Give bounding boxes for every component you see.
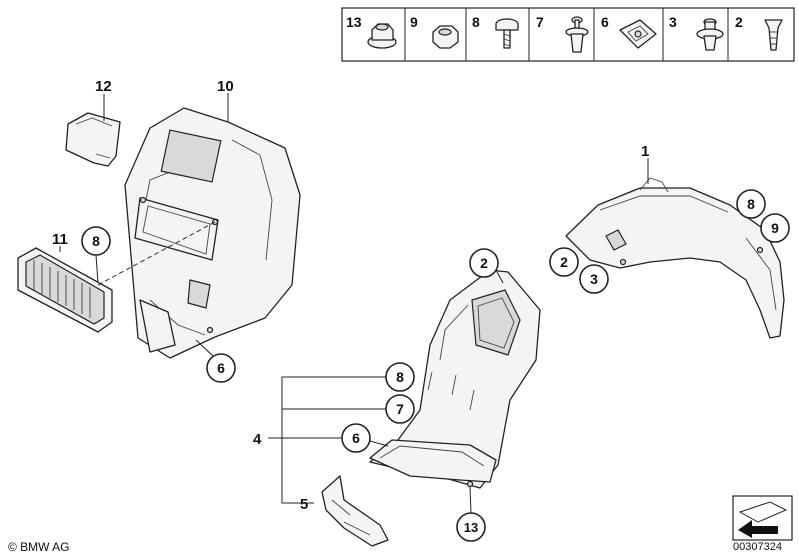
callout-fastener-8-right: 8 [736, 189, 766, 219]
spring-nut-clip-icon [619, 19, 657, 49]
callout-label: 8 [92, 233, 100, 249]
callout-part-11: 11 [52, 231, 68, 248]
part-12-cover-drawing [65, 112, 121, 167]
callout-label: 13 [464, 520, 478, 535]
part-1-liner-drawing [565, 177, 785, 339]
callout-label: 9 [771, 220, 779, 236]
callout-label: 6 [352, 430, 360, 446]
legend-number: 8 [472, 14, 480, 30]
diagram-number: 00307324 [733, 541, 782, 553]
callout-label: 2 [560, 254, 568, 270]
part-4-liner-drawing [369, 269, 541, 489]
callout-fastener-6-group: 6 [341, 423, 371, 453]
callout-label: 3 [590, 271, 598, 287]
hex-nut-icon [432, 25, 459, 49]
flanged-nut-icon [367, 23, 397, 49]
expanding-rivet-icon [565, 16, 589, 53]
fastener-legend: 13 9 8 7 6 3 2 [341, 7, 795, 62]
callout-label: 8 [396, 369, 404, 385]
callout-fastener-8-left: 8 [81, 226, 111, 256]
legend-number: 7 [536, 14, 544, 30]
legend-number: 3 [669, 14, 677, 30]
callout-label: 2 [480, 255, 488, 271]
part-5-bracket-drawing [321, 475, 389, 547]
callout-fastener-2-top: 2 [469, 248, 499, 278]
callout-fastener-9-right: 9 [760, 213, 790, 243]
part-11-grille-drawing [17, 247, 113, 333]
callout-label: 6 [217, 360, 225, 376]
washer-screw-icon [495, 18, 519, 49]
plastic-expanding-nut-icon [764, 19, 783, 51]
plastic-rivet-icon [696, 18, 724, 51]
callout-part-5: 5 [300, 496, 308, 513]
legend-number: 9 [410, 14, 418, 30]
legend-number: 6 [601, 14, 609, 30]
callout-label: 7 [396, 401, 404, 417]
callout-fastener-3-right: 3 [579, 264, 609, 294]
callout-fastener-7-group: 7 [385, 394, 415, 424]
callout-part-1: 1 [641, 143, 649, 160]
callout-fastener-6-left: 6 [206, 353, 236, 383]
callout-part-4: 4 [253, 431, 262, 448]
callout-part-12: 12 [95, 78, 112, 95]
callout-part-10: 10 [217, 78, 234, 95]
legend-number: 2 [735, 14, 743, 30]
orientation-arrow-icon [732, 495, 793, 541]
callout-fastener-13-bottom: 13 [456, 512, 486, 542]
callout-fastener-8-group: 8 [385, 362, 415, 392]
callout-label: 8 [747, 196, 755, 212]
legend-number: 13 [346, 14, 362, 30]
callout-fastener-2-right: 2 [549, 247, 579, 277]
copyright-text: © BMW AG [8, 540, 70, 554]
part-10-liner-drawing [124, 107, 301, 359]
